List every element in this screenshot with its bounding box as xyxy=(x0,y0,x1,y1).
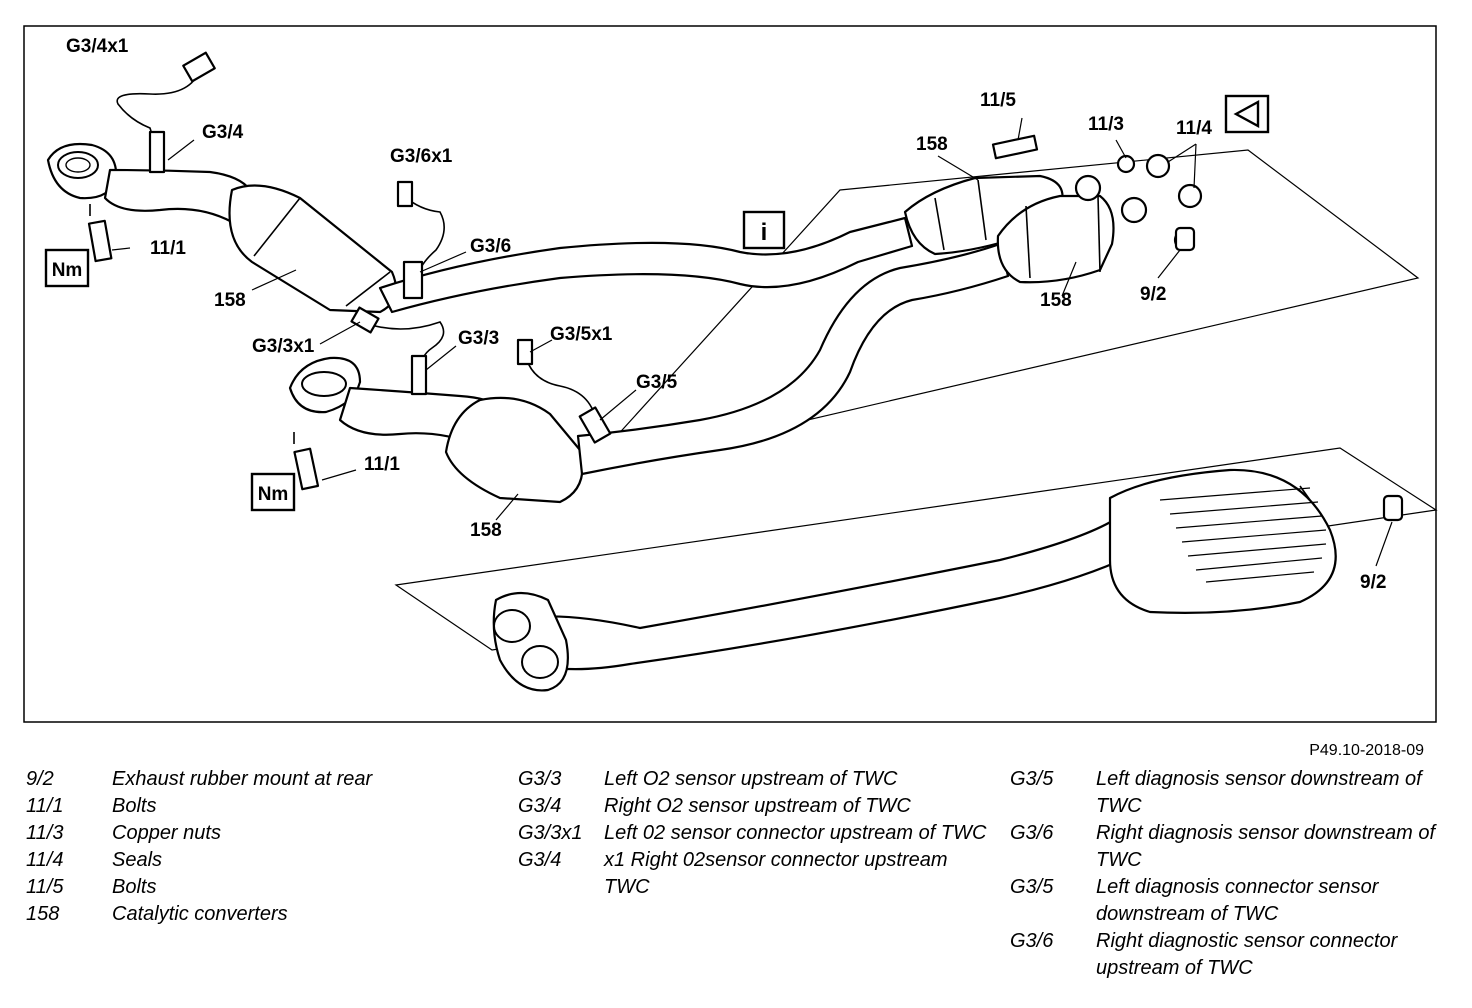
callout-158-left-top: 158 xyxy=(214,290,246,311)
legend-description: Right diagnostic sensor connector upstre… xyxy=(1096,930,1398,979)
rear-section-plane xyxy=(394,447,1438,651)
svg-text:Nm: Nm xyxy=(52,260,83,281)
legend-description: x1 Right 02sensor connector upstream TWC xyxy=(604,849,948,898)
legend-description: Left O2 sensor upstream of TWC xyxy=(604,768,898,790)
torque-badge-top: Nm xyxy=(44,248,90,288)
callout-158-right-top: 158 xyxy=(916,134,948,155)
legend-key: G3/3 xyxy=(518,768,562,790)
svg-text:i: i xyxy=(761,219,768,246)
callout-g33x1: G3/3x1 xyxy=(252,336,315,357)
bolt-11-1-top xyxy=(87,204,113,263)
legend-entry: G3/4 x1 Right 02sensor connector upstream… xyxy=(518,847,988,901)
legend-key: 11/5 xyxy=(26,876,64,898)
left-manifold-flange xyxy=(288,356,362,414)
legend-key: G3/5 xyxy=(1010,768,1054,790)
legend-entry: G3/5 Left diagnosis connector sensor down… xyxy=(1010,874,1450,928)
legend-entry: 158 Catalytic converters xyxy=(26,901,466,928)
right-intermediate-pipe xyxy=(378,216,914,314)
legend-entry: G3/6 Right diagnosis sensor downstream of… xyxy=(1010,820,1450,874)
legend-column-3: G3/5 Left diagnosis sensor downstream of … xyxy=(1010,766,1450,982)
legend-description: Copper nuts xyxy=(112,822,221,844)
svg-text:Nm: Nm xyxy=(258,484,289,505)
legend-description: Right O2 sensor upstream of TWC xyxy=(604,795,911,817)
legend-key: G3/6 xyxy=(1010,822,1054,844)
callout-g34: G3/4 xyxy=(202,122,244,143)
front-section-plane xyxy=(582,149,1420,474)
callout-g35: G3/5 xyxy=(636,372,678,393)
legend-key: 11/4 xyxy=(26,849,64,871)
legend-key: G3/6 xyxy=(1010,930,1054,952)
legend-description: Seals xyxy=(112,849,163,871)
legend-description: Left diagnosis sensor downstream of TWC xyxy=(1096,768,1422,817)
legend-description: Exhaust rubber mount at rear xyxy=(112,768,373,790)
legend-key: 9/2 xyxy=(26,768,54,790)
legend-description: Bolts xyxy=(112,795,157,817)
callout-g35x1: G3/5x1 xyxy=(550,324,613,345)
legend-entry: G3/3x1 Left 02 sensor connector upstream … xyxy=(518,820,988,847)
legend-description: Right diagnosis sensor downstream of TWC xyxy=(1096,822,1436,871)
legend-key: G3/3x1 xyxy=(518,822,583,844)
legend-entry: G3/6 Right diagnostic sensor connector up… xyxy=(1010,928,1450,982)
callout-nut-11-3: 11/3 xyxy=(1088,114,1124,135)
callout-bolt-11-5: 11/5 xyxy=(980,90,1016,111)
sensor-g35 xyxy=(516,338,612,444)
figure-reference: P49.10-2018-09 xyxy=(1309,742,1424,759)
callout-mount-9-2-top: 9/2 xyxy=(1140,284,1166,305)
callout-mount-9-2-bottom: 9/2 xyxy=(1360,572,1386,593)
legend-entry: G3/3 Left O2 sensor upstream of TWC xyxy=(518,766,988,793)
callout-bolt-11-1-bottom: 11/1 xyxy=(364,454,400,475)
sensor-g36 xyxy=(396,180,445,300)
right-downpipe xyxy=(103,168,252,224)
callout-bolt-11-1-top: 11/1 xyxy=(150,238,186,259)
callout-g33: G3/3 xyxy=(458,328,499,349)
callout-158-left-bottom: 158 xyxy=(470,520,502,541)
callout-g36x1: G3/6x1 xyxy=(390,146,453,167)
legend-entry: G3/4 Right O2 sensor upstream of TWC xyxy=(518,793,988,820)
legend-description: Bolts xyxy=(112,876,157,898)
callout-seal-11-4: 11/4 xyxy=(1176,118,1212,139)
sensor-g34 xyxy=(116,51,216,174)
legend-key: G3/4 xyxy=(518,795,562,817)
legend-entry: 11/4 Seals xyxy=(26,847,466,874)
legend-key: 11/1 xyxy=(26,795,64,817)
triangle-left-icon xyxy=(1224,94,1270,134)
legend-key: 158 xyxy=(26,903,60,925)
legend-entry: 11/3 Copper nuts xyxy=(26,820,466,847)
info-badge: i xyxy=(742,210,786,250)
legend-entry: 11/5 Bolts xyxy=(26,874,466,901)
mount-9-2-top xyxy=(1174,226,1196,252)
leader-lines xyxy=(111,117,1393,567)
legend-column-2: G3/3 Left O2 sensor upstream of TWC G3/4 Ri… xyxy=(518,766,988,901)
legend-description: Left diagnosis connector sensor downstre… xyxy=(1096,876,1379,925)
torque-badge-bottom: Nm xyxy=(250,472,296,512)
right-catalytic-converter xyxy=(228,184,398,314)
exhaust-system-diagram: Nm Nm i G3/4x1 G3/4 G3/6x1 G3/6 11/1 158… xyxy=(23,25,1438,723)
legend-entry: 11/1 Bolts xyxy=(26,793,466,820)
legend-description: Left 02 sensor connector upstream of TWC xyxy=(604,822,987,844)
callout-158-right-bottom: 158 xyxy=(1040,290,1072,311)
legend-key: 11/3 xyxy=(26,822,64,844)
bolt-11-1-bottom xyxy=(293,432,320,491)
left-catalytic-converter xyxy=(444,396,584,504)
callout-g34x1: G3/4x1 xyxy=(66,36,129,57)
legend-entry: G3/5 Left diagnosis sensor downstream of … xyxy=(1010,766,1450,820)
callout-g36: G3/6 xyxy=(470,236,511,257)
sensor-g33 xyxy=(350,306,445,396)
legend-entry: 9/2 Exhaust rubber mount at rear xyxy=(26,766,466,793)
diagram-frame xyxy=(23,25,1437,723)
rear-pipe-and-muffler xyxy=(492,468,1337,692)
legend-key: G3/4 xyxy=(518,849,562,871)
legend-description: Catalytic converters xyxy=(112,903,288,925)
mount-9-2-bottom xyxy=(1382,494,1404,522)
legend-key: G3/5 xyxy=(1010,876,1054,898)
